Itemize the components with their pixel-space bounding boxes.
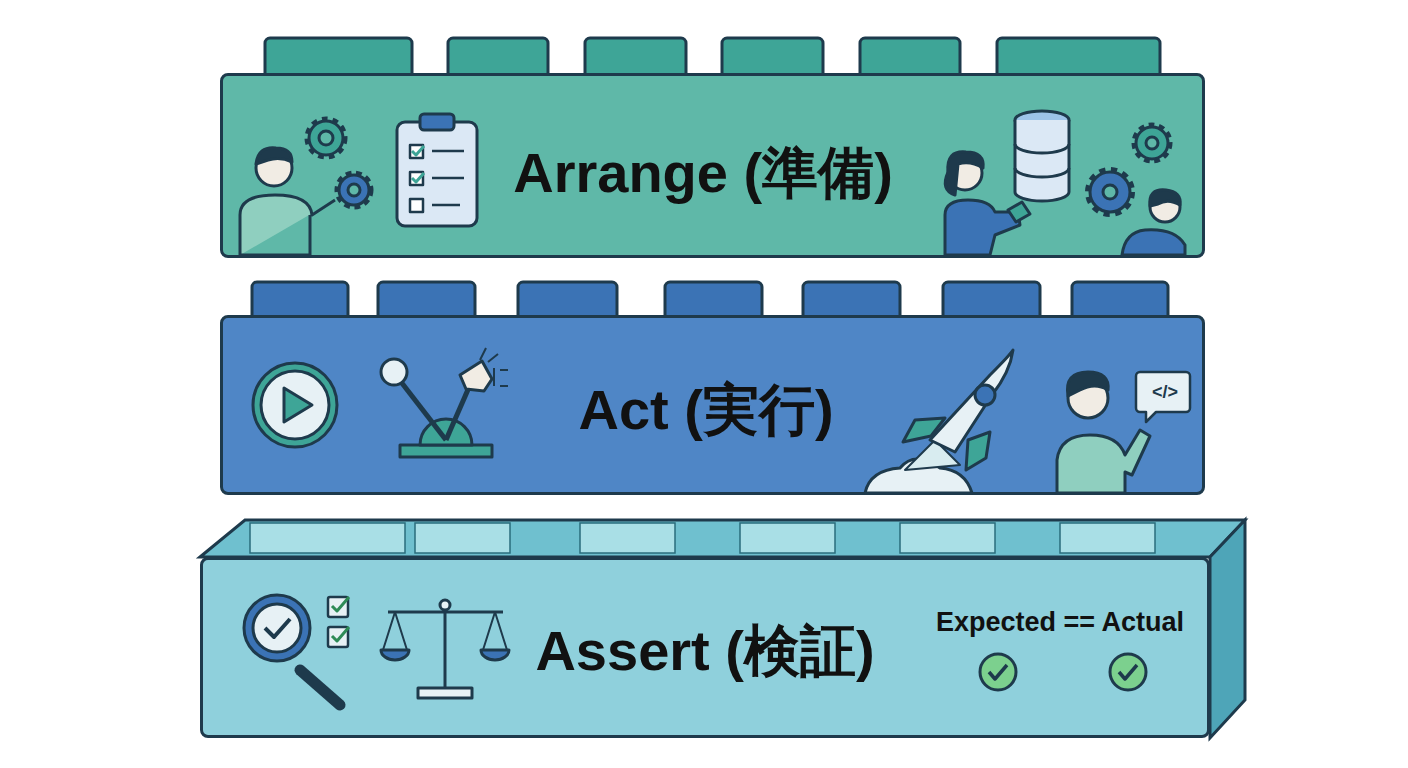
band-note: Expected == Actual [936, 608, 1184, 638]
code-symbol: </> [1152, 382, 1178, 403]
arrange-tabs [265, 38, 1160, 78]
assert-band: Assert (検証) Expected == Actual [200, 557, 1210, 738]
band-title: Act (実行) [578, 379, 833, 441]
assert-icons [244, 595, 1146, 705]
arrange-icons [240, 111, 1185, 255]
act-band: Act (実行) [220, 315, 1205, 495]
act-icons [253, 348, 1190, 493]
band-title: Assert (検証) [535, 620, 874, 682]
band-title: Arrange (準備) [513, 142, 893, 204]
assert-box-3d [200, 520, 1245, 738]
arrange-band: Arrange (準備) [220, 73, 1205, 258]
